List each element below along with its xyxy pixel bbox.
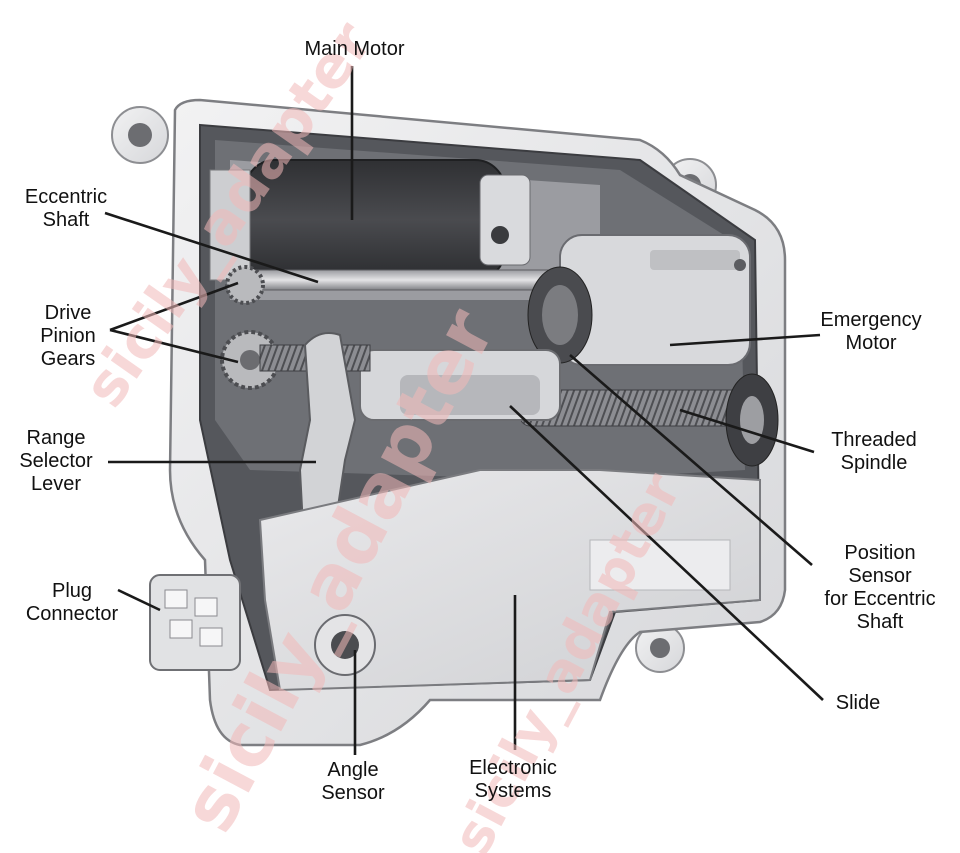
leader-lines bbox=[104, 66, 824, 755]
leader-emergency-motor bbox=[669, 333, 821, 347]
leader-drive-pinion-lower bbox=[109, 328, 239, 364]
leader-slide bbox=[509, 405, 824, 701]
slide bbox=[359, 349, 561, 421]
leader-drive-pinion-upper bbox=[109, 281, 239, 332]
leader-plug-connector bbox=[117, 588, 161, 612]
electronics-plate bbox=[258, 469, 761, 692]
emergency-motor bbox=[527, 234, 751, 366]
leader-position-sensor bbox=[569, 354, 813, 566]
eccentric-shaft bbox=[229, 269, 561, 291]
leader-threaded-spindle bbox=[679, 408, 815, 454]
leader-eccentric-shaft bbox=[104, 211, 319, 284]
main-motor bbox=[209, 159, 531, 281]
label-main-motor: Main Motor bbox=[304, 38, 405, 60]
label-slide: Slide bbox=[835, 692, 881, 714]
plug-connector bbox=[149, 574, 241, 671]
